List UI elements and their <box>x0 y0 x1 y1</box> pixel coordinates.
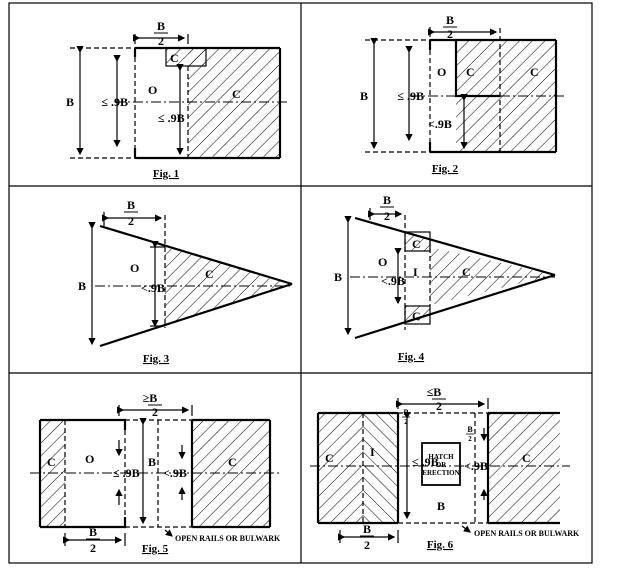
hatch-label: HATCH <box>428 453 454 461</box>
beam-label: B <box>78 279 86 293</box>
half-beam-denominator: 2 <box>158 34 164 48</box>
hatch-label: ERECTION <box>422 469 459 477</box>
figure-3: B 2 B <.9B O C Fig. 3 <box>78 198 293 365</box>
covered-label: C <box>412 237 421 251</box>
figure-caption: Fig. 6 <box>427 539 454 551</box>
half-beam-denominator: 2 <box>404 418 408 426</box>
half-beam-denominator: 2 <box>128 214 134 228</box>
figure-caption: Fig. 3 <box>143 353 170 365</box>
half-beam-denominator: 2 <box>152 405 158 419</box>
figure-caption: Fig. 1 <box>153 168 179 180</box>
covered-label: C <box>47 455 56 469</box>
half-beam-denominator: 2 <box>468 435 472 443</box>
svg-text:≥B: ≥B <box>143 391 158 405</box>
figure-6: ≤B 2 B 2 B 2 B 2 ≤ .9B <.9B C C I HATCH … <box>310 385 580 552</box>
limit-label: ≤ .9B <box>113 466 140 480</box>
covered-label: C <box>205 267 214 281</box>
half-beam-label: B <box>383 193 391 207</box>
beam-label: B <box>334 270 342 284</box>
half-beam-label: B <box>446 13 454 27</box>
figure-caption: Fig. 5 <box>142 543 169 555</box>
half-beam-label: B <box>467 425 473 434</box>
figure-4: B 2 B <.9B O C C C I Fig. 4 <box>334 193 556 363</box>
figure-5: ≥B 2 B 2 B ≤ .9B <.9B O C C OPEN RAILS O… <box>30 391 281 555</box>
relation-symbol: ≤ <box>427 385 434 399</box>
figure-2: B 2 B ≤ .9B O C C <.9B Fig. 2 <box>360 13 566 175</box>
relation-symbol: ≥ <box>143 391 150 405</box>
limit-label: <.9B <box>141 281 165 295</box>
rails-note: OPEN RAILS OR BULWARK <box>175 534 281 543</box>
inner-area-label: I <box>413 265 418 279</box>
covered-label: C <box>325 451 334 465</box>
covered-label: C <box>466 65 475 79</box>
limit-label: ≤ .9B <box>397 89 424 103</box>
beam-label: B <box>437 499 445 513</box>
half-beam-denominator: 2 <box>364 538 370 552</box>
half-beam-label: B <box>363 522 371 536</box>
figure-caption: Fig. 4 <box>398 351 425 363</box>
hatch-label: OR <box>436 461 447 469</box>
svg-text:≤B: ≤B <box>427 385 442 399</box>
covered-label: C <box>170 51 179 65</box>
covered-label: C <box>232 87 241 101</box>
half-beam-label: B <box>403 408 409 417</box>
half-beam-label: B <box>127 198 135 212</box>
covered-label: C <box>462 265 471 279</box>
limit-label: <.9B <box>464 459 488 473</box>
half-beam-label: B <box>89 525 97 539</box>
open-area-label: O <box>130 261 139 275</box>
open-area-label: O <box>437 65 446 79</box>
half-beam-label: B <box>149 391 157 405</box>
covered-label: C <box>412 309 421 323</box>
beam-label: B <box>66 95 74 109</box>
covered-label: C <box>228 455 237 469</box>
panel-grid <box>8 2 593 564</box>
limit-label: <.9B <box>163 466 187 480</box>
open-area-label: O <box>378 255 387 269</box>
covered-label: C <box>522 451 531 465</box>
half-beam-label: B <box>157 19 165 33</box>
limit-label: <.9B <box>381 274 405 288</box>
half-beam-denominator: 2 <box>90 541 96 555</box>
limit-label: <.9B <box>428 117 452 131</box>
beam-label: B <box>148 455 156 469</box>
covered-label: C <box>530 65 539 79</box>
figure-caption: Fig. 2 <box>432 163 459 175</box>
limit-label: ≤ .9B <box>158 111 185 125</box>
half-beam-denominator: 2 <box>384 209 390 223</box>
beam-label: B <box>360 89 368 103</box>
half-beam-denominator: 2 <box>436 399 442 413</box>
limit-label: ≤ .9B <box>101 95 128 109</box>
half-beam-label: B <box>433 385 441 399</box>
inner-area-label: I <box>370 445 375 459</box>
limit-label: ≤ .9B <box>412 455 439 469</box>
figure-1: B 2 B ≤ .9B O C C ≤ .9B Fig. 1 <box>66 19 290 180</box>
open-area-label: O <box>85 452 94 466</box>
rails-note: OPEN RAILS OR BULWARK <box>474 529 580 538</box>
open-area-label: O <box>148 83 157 97</box>
half-beam-denominator: 2 <box>447 27 453 41</box>
